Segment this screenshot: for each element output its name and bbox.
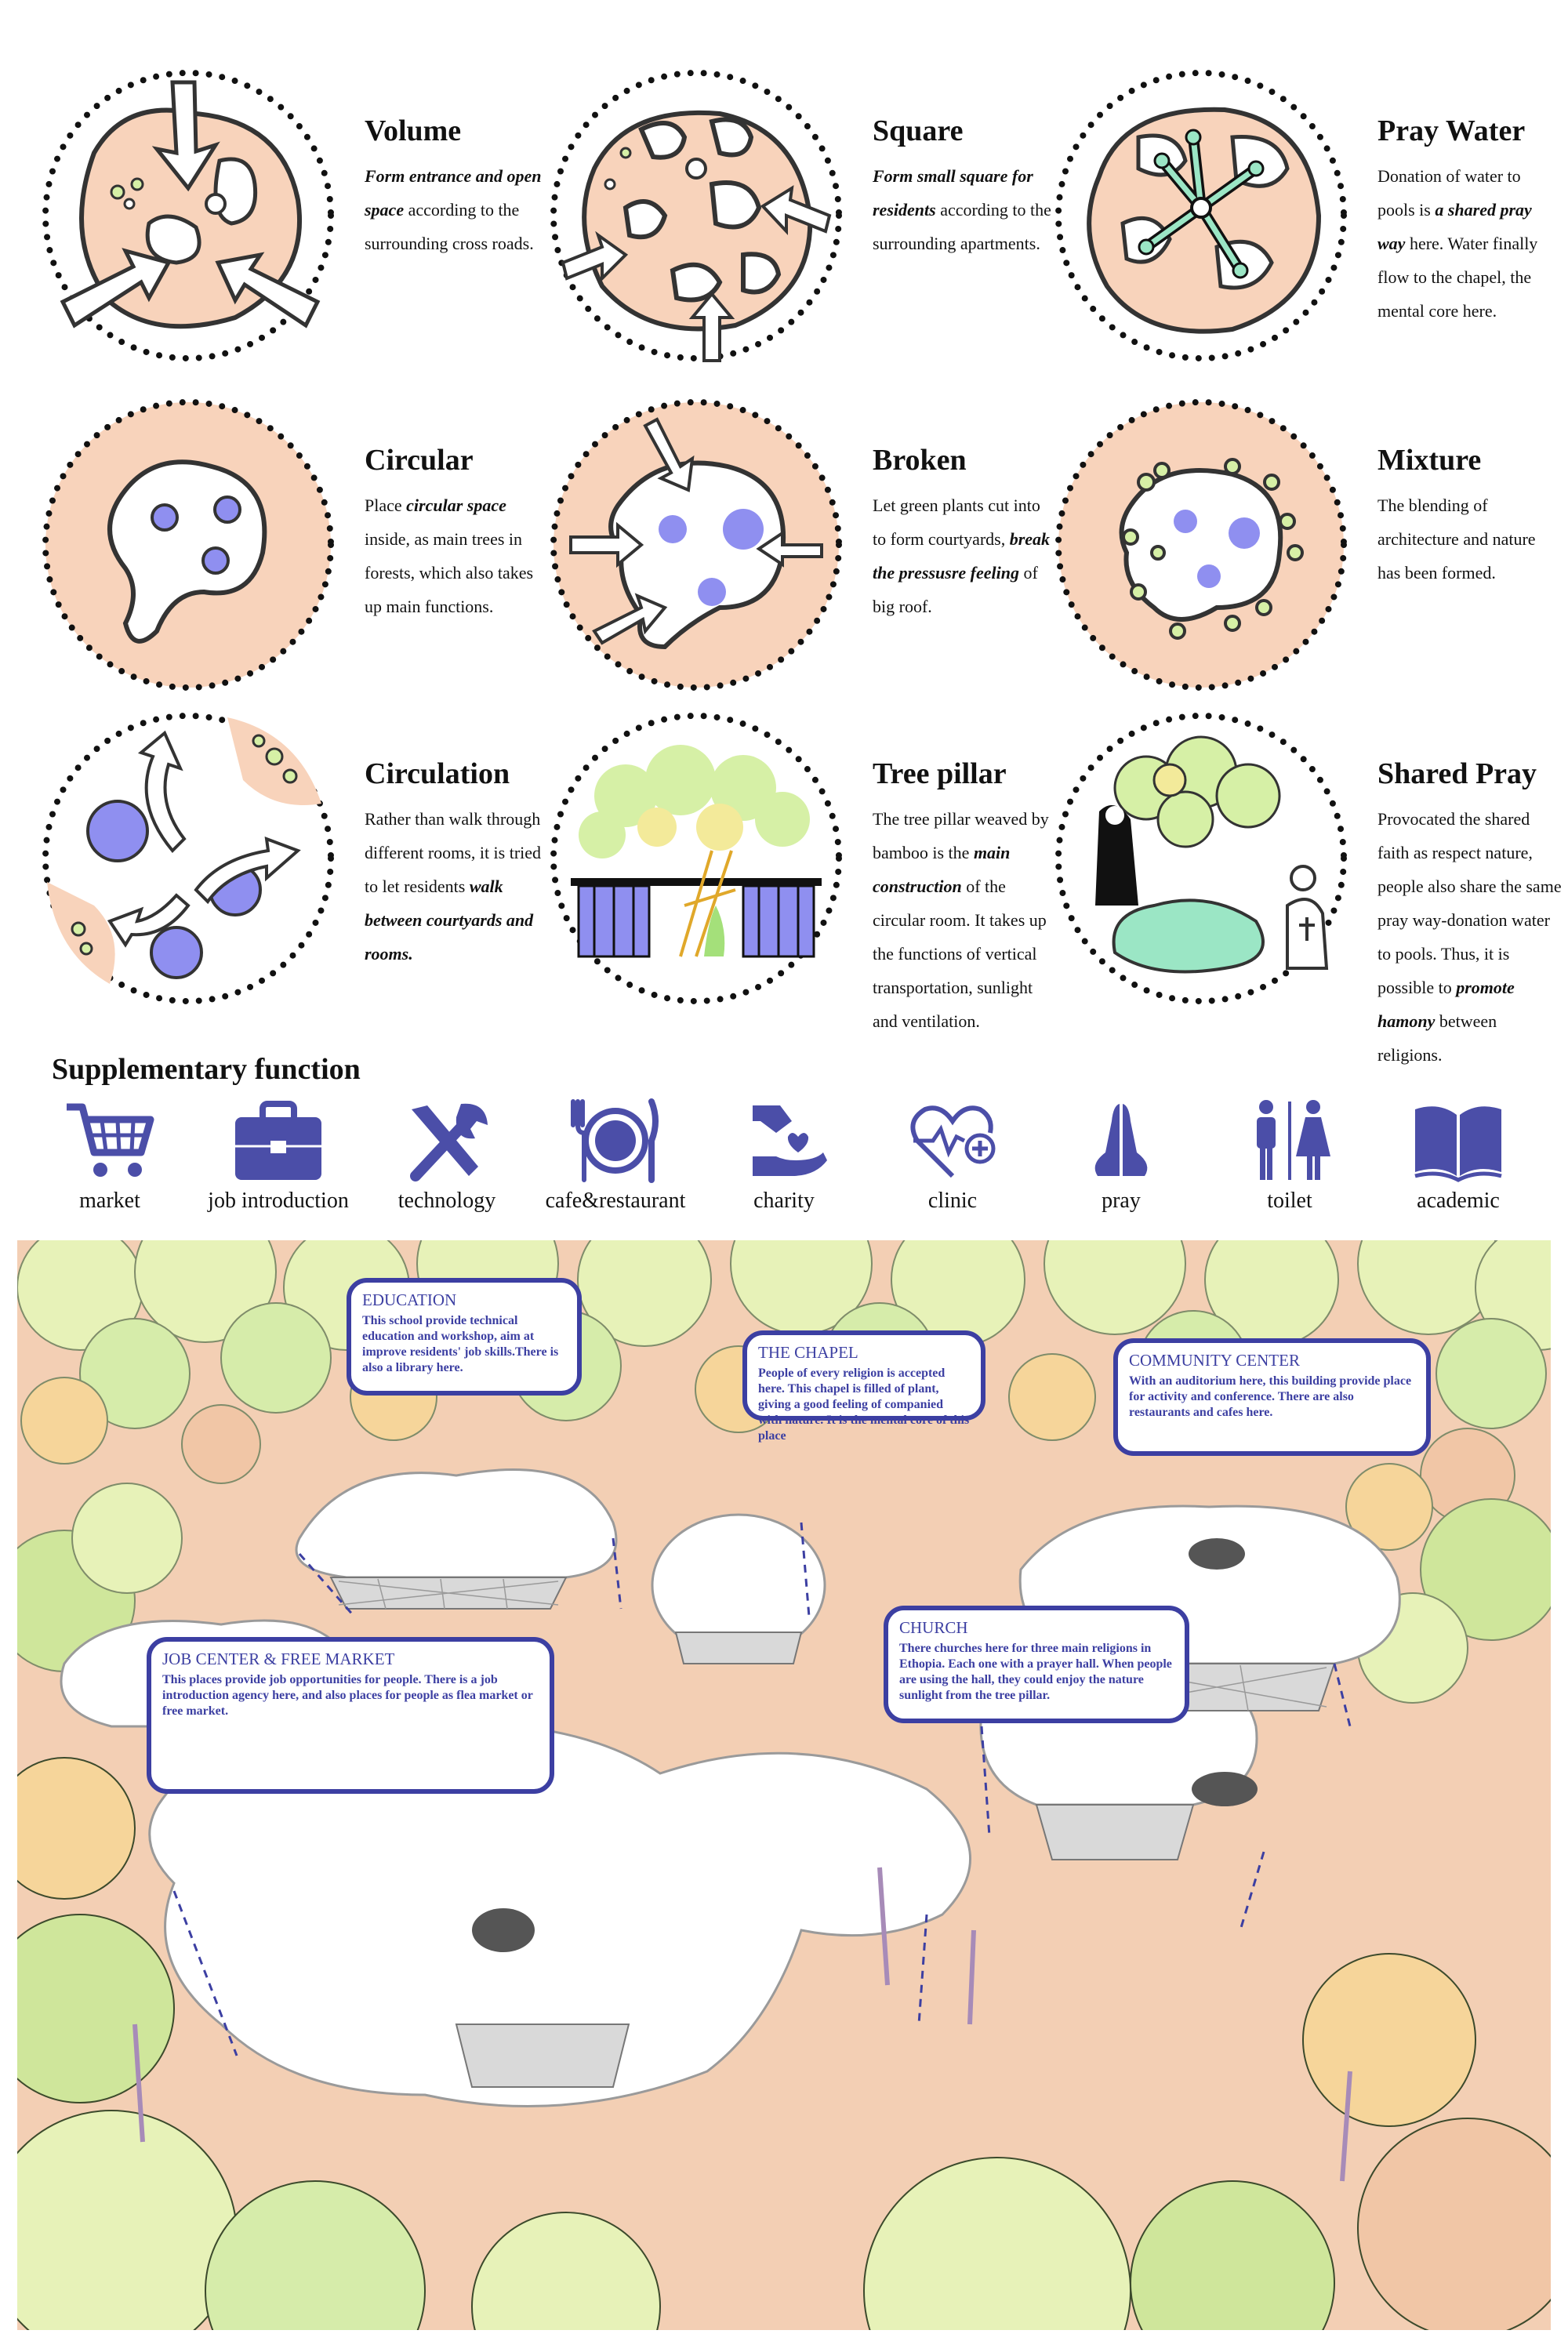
callout-body: People of every religion is accepted her…: [758, 1367, 970, 1443]
square-diagram: [547, 67, 845, 365]
function-academic: academic: [1380, 1098, 1537, 1214]
function-pray: pray: [1043, 1098, 1200, 1214]
concept-mixture: Mixture The blending of architecture and…: [1052, 396, 1568, 694]
concept-title: Pray Water: [1377, 114, 1526, 147]
shared-pray-diagram: [1052, 710, 1350, 1007]
function-job-introduction: job introduction: [200, 1098, 357, 1214]
concept-title: Broken: [873, 444, 967, 477]
callout-body: There churches here for three main relig…: [899, 1642, 1172, 1702]
cart-icon: [67, 1103, 154, 1177]
concept-title: Circulation: [365, 757, 510, 790]
function-market: market: [31, 1098, 188, 1214]
concept-pray-water: Pray Water Donation of water to pools is…: [1052, 67, 1568, 365]
concept-broken: Broken Let green plants cut into to form…: [547, 396, 1065, 694]
concept-body: Provocated the shared faith as respect n…: [1377, 809, 1562, 1065]
function-toilet: toilet: [1211, 1098, 1368, 1214]
concept-title: Shared Pray: [1377, 757, 1537, 790]
callout-body: This places provide job opportunities fo…: [162, 1673, 533, 1718]
tree-pillar-diagram: [547, 710, 845, 1007]
concept-circulation: Circulation Rather than walk through dif…: [39, 710, 557, 1007]
concept-body: Form small square for residents accordin…: [873, 166, 1051, 253]
callout-education: EDUCATION This school provide technical …: [347, 1278, 582, 1396]
callout-title: CHURCH: [899, 1618, 968, 1637]
callout-chapel: THE CHAPEL People of every religion is a…: [742, 1330, 985, 1443]
concept-title: Tree pillar: [873, 757, 1007, 790]
callout-title: COMMUNITY CENTER: [1129, 1351, 1300, 1370]
function-label: job introduction: [208, 1189, 349, 1213]
heart-plus-icon: [910, 1105, 996, 1178]
callout-church: CHURCH There churches here for three mai…: [884, 1606, 1189, 1723]
concept-body: Donation of water to pools is a shared p…: [1377, 166, 1538, 321]
callout-title: EDUCATION: [362, 1290, 457, 1309]
function-label: clinic: [927, 1189, 978, 1213]
supplementary-title: Supplementary function: [52, 1053, 361, 1086]
plate-icon: [571, 1098, 659, 1183]
function-label: academic: [1417, 1189, 1500, 1213]
function-label: cafe&restaurant: [545, 1189, 686, 1213]
concept-body: Rather than walk through different rooms…: [365, 809, 542, 964]
concept-body: Let green plants cut into to form courty…: [873, 495, 1051, 616]
callout-body: With an auditorium here, this building p…: [1129, 1374, 1412, 1419]
book-icon: [1414, 1106, 1502, 1182]
concept-title: Volume: [365, 114, 462, 147]
circulation-diagram: [39, 710, 337, 1007]
tools-icon: [410, 1103, 488, 1181]
concept-title: Mixture: [1377, 444, 1482, 477]
concept-body: The tree pillar weaved by bamboo is the …: [873, 809, 1049, 1031]
concept-body: Form entrance and open space according t…: [365, 166, 542, 253]
function-label: toilet: [1267, 1189, 1312, 1213]
function-clinic: clinic: [874, 1098, 1031, 1214]
concept-shared-pray: Shared Pray Provocated the shared faith …: [1052, 710, 1568, 1065]
callout-title: THE CHAPEL: [758, 1343, 858, 1362]
callout-community-center: COMMUNITY CENTER With an auditorium here…: [1113, 1338, 1431, 1456]
concept-title: Circular: [365, 444, 474, 477]
function-icon-row: market job introduction technology cafe&…: [31, 1098, 1560, 1215]
concept-volume: Volume Form entrance and open space acco…: [39, 67, 557, 365]
circular-diagram: [39, 396, 337, 694]
function-technology: technology: [368, 1098, 525, 1214]
aerial-scene: EDUCATION This school provide technical …: [17, 1240, 1551, 2330]
toilet-icon: [1257, 1100, 1330, 1180]
function-label: pray: [1102, 1189, 1141, 1213]
concept-body: Place circular space inside, as main tre…: [365, 495, 534, 616]
concept-title: Square: [873, 114, 964, 147]
donate-icon: [753, 1105, 827, 1176]
function-label: technology: [397, 1189, 496, 1213]
function-label: market: [79, 1189, 140, 1213]
pray-water-diagram: [1052, 67, 1350, 365]
concept-square: Square Form small square for residents a…: [547, 67, 1065, 365]
function-label: charity: [753, 1189, 815, 1213]
briefcase-icon: [235, 1101, 321, 1180]
function-charity: charity: [706, 1098, 862, 1214]
broken-diagram: [547, 396, 845, 694]
callout-body: This school provide technical education …: [362, 1314, 559, 1374]
function-cafe-restaurant: cafe&restaurant: [537, 1098, 694, 1214]
praying-hands-icon: [1094, 1104, 1148, 1176]
mixture-diagram: [1052, 396, 1350, 694]
concept-body: The blending of architecture and nature …: [1377, 495, 1536, 583]
concept-circular: Circular Place circular space inside, as…: [39, 396, 557, 694]
callout-job-center: JOB CENTER & FREE MARKET This places pro…: [147, 1637, 554, 1794]
concept-tree-pillar: Tree pillar The tree pillar weaved by ba…: [547, 710, 1065, 1031]
callout-title: JOB CENTER & FREE MARKET: [162, 1650, 395, 1668]
volume-diagram: [39, 67, 337, 365]
